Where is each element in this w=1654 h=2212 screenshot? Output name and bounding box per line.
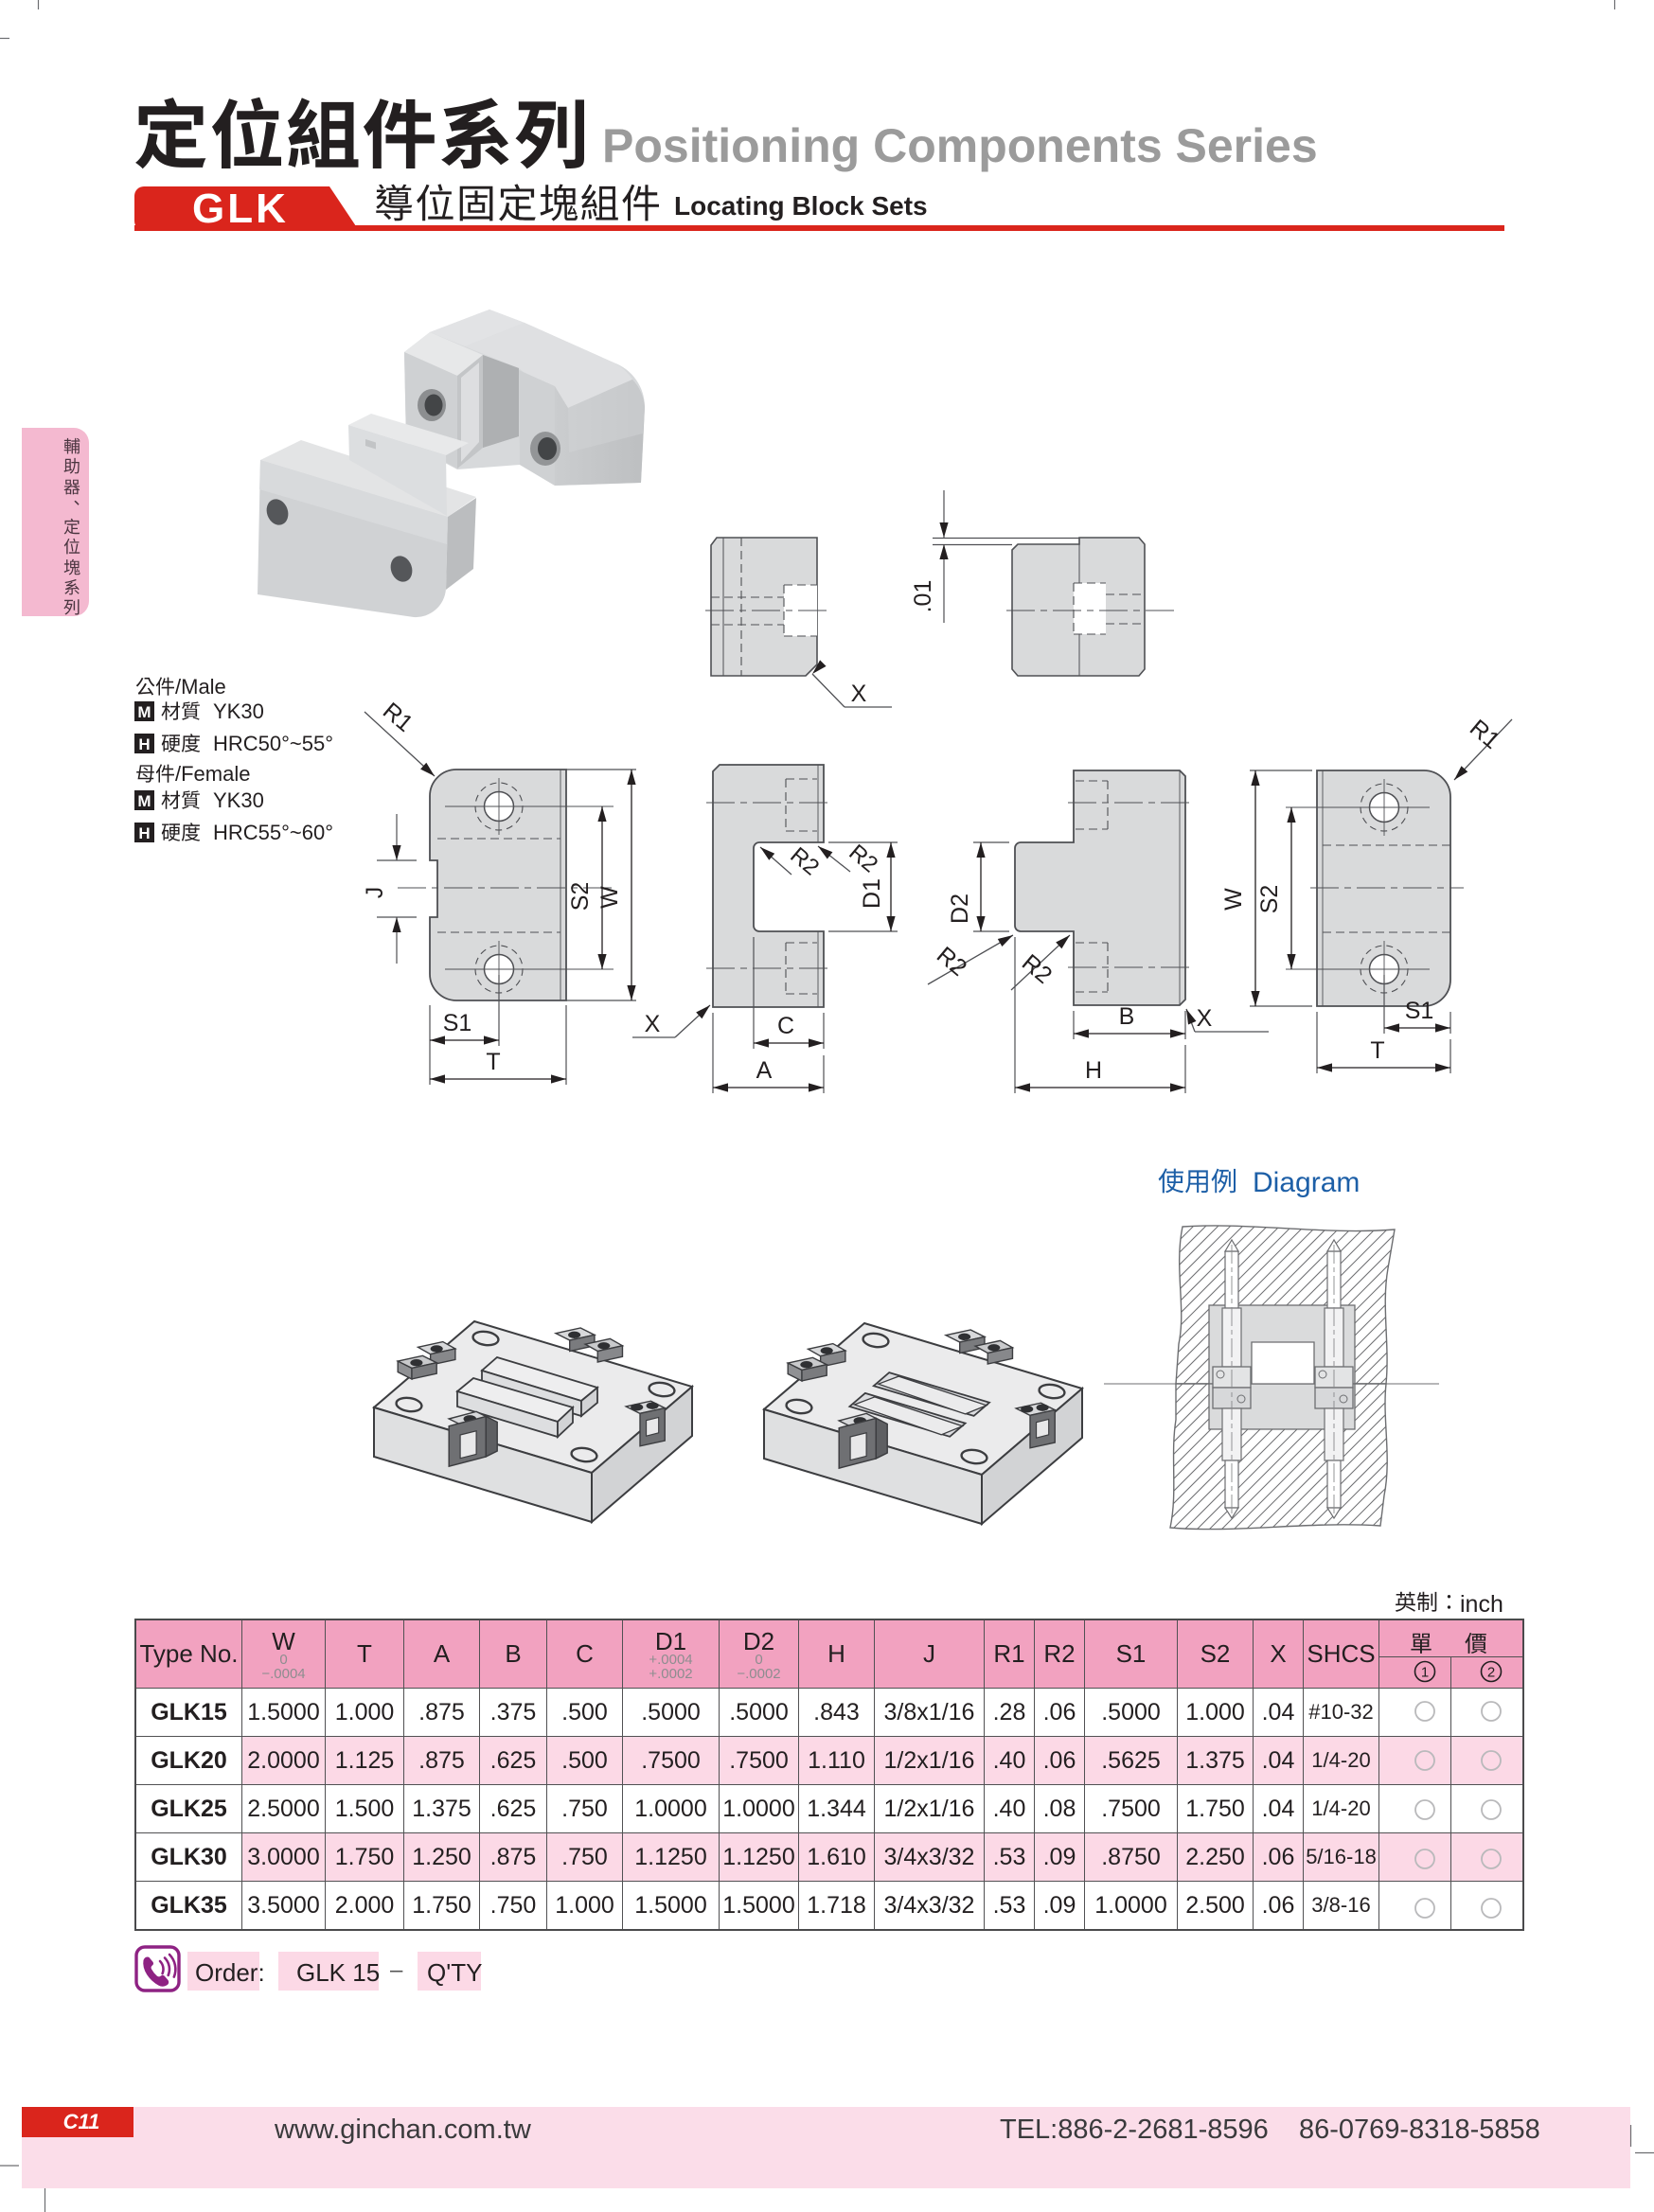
svg-text:J: J (362, 887, 388, 899)
svg-text:R2: R2 (932, 942, 971, 982)
svg-text:S1: S1 (1405, 998, 1434, 1024)
svg-text:D2: D2 (947, 894, 973, 924)
svg-text:HRC50°~55°: HRC50°~55° (213, 732, 333, 755)
svg-text:GLK: GLK (192, 186, 289, 232)
svg-text:T: T (486, 1049, 500, 1075)
svg-text:S2: S2 (1256, 885, 1283, 914)
svg-text:A: A (756, 1057, 773, 1084)
svg-text:H: H (138, 735, 150, 753)
svg-text:S2: S2 (567, 882, 594, 911)
svg-text:YK30: YK30 (213, 699, 264, 723)
svg-text:R2: R2 (1017, 949, 1057, 989)
svg-text:1: 1 (1421, 1665, 1429, 1681)
svg-text:X: X (645, 1011, 661, 1037)
svg-text:Diagram: Diagram (1253, 1167, 1360, 1198)
svg-text:X: X (851, 681, 867, 707)
svg-text:HRC55°~60°: HRC55°~60° (213, 821, 333, 844)
svg-text:YK30: YK30 (213, 788, 264, 812)
svg-text:W: W (596, 886, 623, 909)
svg-text:2: 2 (1487, 1665, 1495, 1681)
svg-text:D1: D1 (859, 878, 885, 909)
svg-text:T: T (1370, 1037, 1384, 1064)
svg-text:H: H (138, 824, 150, 842)
svg-text:H: H (1085, 1057, 1102, 1084)
svg-text:/Female: /Female (175, 762, 250, 786)
svg-text:/Male: /Male (175, 675, 226, 699)
svg-text:S1: S1 (443, 1010, 472, 1036)
svg-text:M: M (137, 703, 151, 721)
svg-text:X: X (1197, 1005, 1213, 1032)
svg-text:B: B (1119, 1003, 1135, 1030)
svg-text:R1: R1 (378, 698, 418, 737)
svg-text:R1: R1 (1465, 715, 1504, 754)
svg-text:W: W (1220, 888, 1247, 911)
svg-text:.01: .01 (910, 580, 936, 613)
svg-text:C: C (777, 1013, 794, 1039)
svg-text:M: M (137, 792, 151, 810)
